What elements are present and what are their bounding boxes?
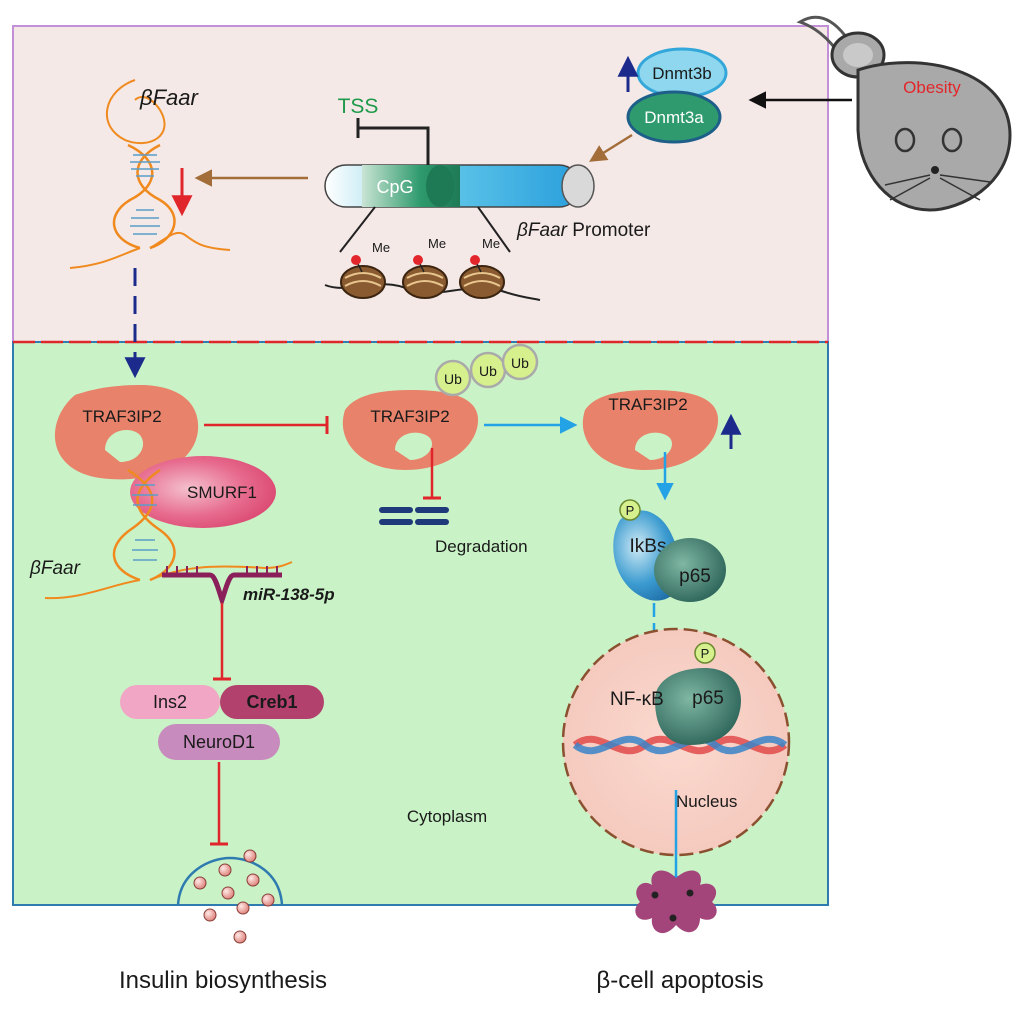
me-label: Me bbox=[428, 236, 446, 251]
apoptotic-cell-icon bbox=[635, 870, 717, 934]
p65-shape bbox=[654, 538, 726, 602]
ikbs-label: IkBs bbox=[630, 536, 667, 557]
phospho-ikbs bbox=[619, 499, 641, 521]
nfkb-label: NF-κB bbox=[610, 689, 664, 710]
obese-mouse: Obesity bbox=[796, 15, 1012, 212]
bfaar-bottom-label: βFaar bbox=[29, 558, 81, 579]
nucleus: p65 P NF-κB Nucleus bbox=[561, 627, 791, 857]
tss-label: TSS bbox=[338, 95, 379, 118]
p-label: P bbox=[701, 646, 710, 661]
beta-cell-apoptosis-label: β-cell apoptosis bbox=[596, 967, 763, 994]
dnmt3a-shape bbox=[626, 90, 722, 144]
ins2-label: Ins2 bbox=[153, 692, 187, 712]
traf3ip2-middle-label: TRAF3IP2 bbox=[370, 407, 449, 426]
methyl-dot bbox=[351, 255, 361, 265]
cpg-label: CpG bbox=[376, 177, 413, 197]
dnmt-to-promoter-arrow bbox=[589, 133, 633, 162]
bfaar-lncrna-top: βFaar bbox=[69, 79, 231, 269]
insulin-biosynthesis-label: Insulin biosynthesis bbox=[119, 967, 327, 994]
bfaar-top-label: βFaar bbox=[139, 85, 199, 110]
ub-1 bbox=[434, 359, 472, 397]
creb1-label: Creb1 bbox=[246, 692, 297, 712]
bfaar-promoter: CpG TSS βFaar Promoter bbox=[324, 95, 651, 253]
phospho-p65 bbox=[694, 642, 716, 664]
target-genes: Ins2 Creb1 NeuroD1 bbox=[120, 685, 324, 760]
degradation-label: Degradation bbox=[435, 537, 528, 556]
methyl-dot bbox=[470, 255, 480, 265]
obesity-label: Obesity bbox=[903, 78, 961, 97]
me-label: Me bbox=[372, 240, 390, 255]
insulin-vesicles bbox=[176, 849, 284, 944]
degradation-icon bbox=[379, 507, 449, 525]
me-label: Me bbox=[482, 236, 500, 251]
neurod1-box bbox=[158, 724, 280, 760]
mir-138-5p: miR-138-5p bbox=[162, 566, 335, 608]
nuc-p65-shape bbox=[655, 668, 741, 745]
ikb-p65-complex: IkBs p65 P bbox=[613, 499, 726, 602]
traf3ip2-right: TRAF3IP2 bbox=[582, 390, 718, 470]
nuc-p65-label: p65 bbox=[692, 688, 724, 709]
ub-3 bbox=[501, 343, 539, 381]
promoter-label: βFaar Promoter bbox=[516, 220, 651, 241]
ins2-box bbox=[120, 685, 220, 719]
mirna-label: miR-138-5p bbox=[243, 585, 335, 604]
dna-helix bbox=[572, 735, 788, 755]
tss-marker bbox=[356, 118, 430, 165]
traf3ip2-middle: TRAF3IP2 Ub Ub Ub bbox=[342, 343, 539, 470]
traf3ip2-left-label: TRAF3IP2 bbox=[82, 407, 161, 426]
p65-label: p65 bbox=[679, 566, 711, 587]
ub-label: Ub bbox=[444, 371, 462, 387]
traf3ip2-right-label: TRAF3IP2 bbox=[608, 395, 687, 414]
smurf1-label: SMURF1 bbox=[187, 483, 257, 502]
methylated-nucleosomes: Me Me Me bbox=[324, 236, 541, 301]
cytoplasm-label: Cytoplasm bbox=[407, 807, 487, 826]
dnmt3a-label: Dnmt3a bbox=[644, 108, 704, 127]
smurf1-shape bbox=[130, 456, 276, 528]
creb1-box bbox=[220, 685, 324, 719]
dnmt3b-label: Dnmt3b bbox=[652, 64, 712, 83]
neurod1-label: NeuroD1 bbox=[183, 732, 255, 752]
p-label: P bbox=[626, 503, 635, 518]
ub-label: Ub bbox=[479, 363, 497, 379]
nucleus-label: Nucleus bbox=[676, 792, 737, 811]
traf3ip2-smurf1-complex: TRAF3IP2 SMURF1 βFaar bbox=[29, 385, 293, 600]
methyl-dot bbox=[413, 255, 423, 265]
ub-label: Ub bbox=[511, 355, 529, 371]
